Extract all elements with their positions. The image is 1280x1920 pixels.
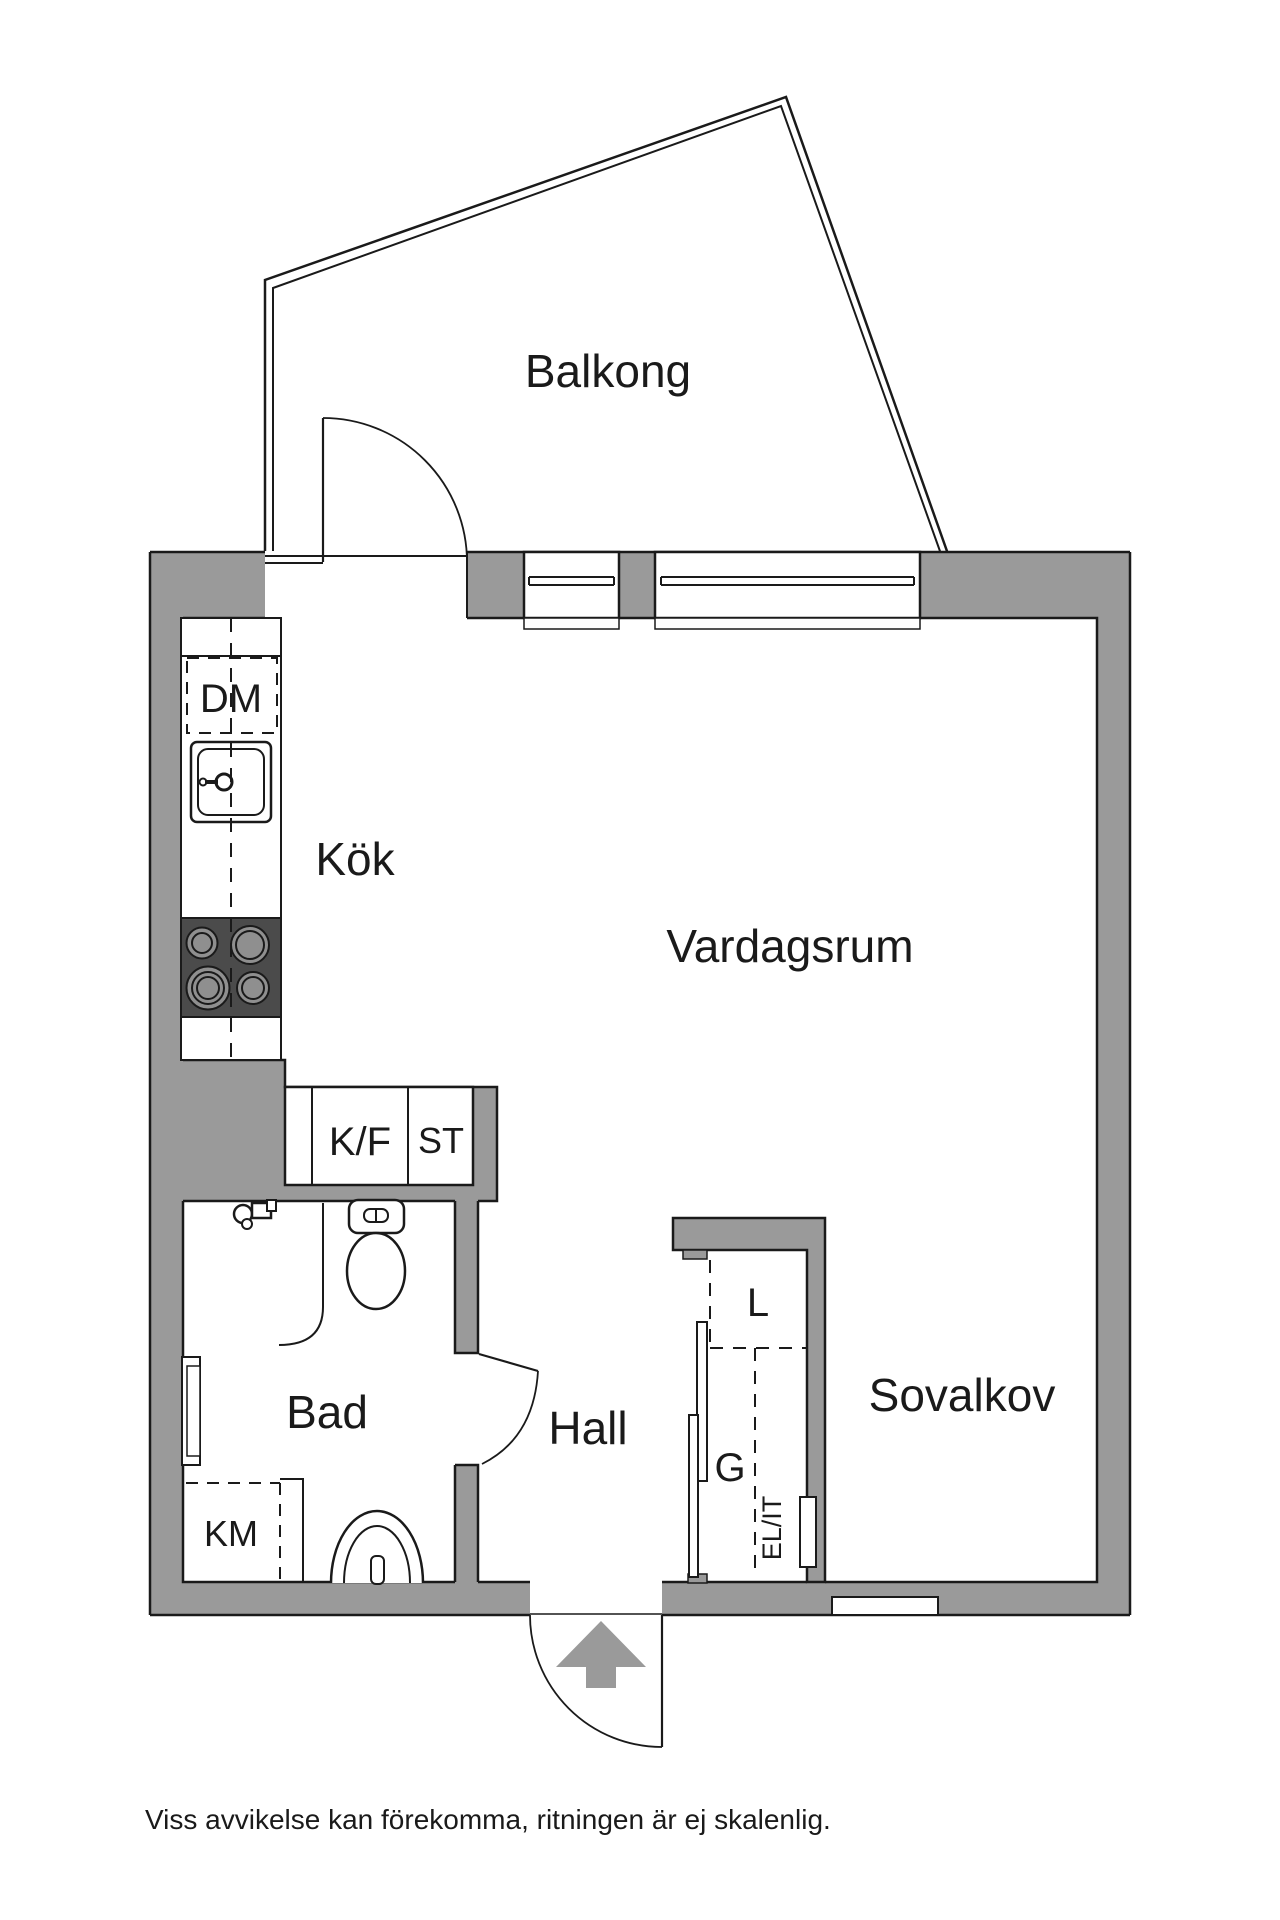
balcony-door [265, 417, 468, 564]
entry-opening [530, 1581, 662, 1616]
window-1 [522, 550, 621, 630]
dishwasher-box [186, 657, 278, 734]
bathroom [181, 1198, 425, 1585]
window-2 [653, 550, 922, 630]
fixture-label-dishwasher: DM [200, 677, 262, 721]
entry-arrow-icon [556, 1621, 646, 1688]
fixture-label-elit: EL/IT [757, 1496, 787, 1561]
wall-niche [181, 1356, 201, 1466]
room-label-bath: Bad [286, 1386, 368, 1438]
fixture-label-wardrobe: G [714, 1446, 745, 1490]
fixture-label-linen: L [747, 1281, 769, 1325]
room-label-alcove: Sovalkov [869, 1369, 1056, 1421]
disclaimer-text: Viss avvikelse kan förekomma, ritningen … [145, 1804, 831, 1835]
alcove-window [831, 1596, 939, 1616]
bathroom-door [478, 1352, 539, 1465]
fixture-label-washer: KM [204, 1513, 258, 1554]
room-label-kitchen: Kök [315, 833, 395, 885]
balcony-door-opening [265, 551, 467, 619]
bath-sink-icon [329, 1509, 425, 1585]
room-label-balcony: Balkong [525, 345, 691, 397]
closet-dividers [709, 1260, 807, 1578]
kitchen-counter [180, 617, 282, 1061]
room-label-hall: Hall [548, 1402, 627, 1454]
cabinet-row [283, 1085, 475, 1187]
fixture-label-st: ST [418, 1120, 464, 1161]
toilet-icon [345, 1198, 407, 1311]
balcony-outline [263, 95, 950, 556]
sliding-door-1 [696, 1321, 708, 1482]
bath-wall-lower [455, 1465, 478, 1582]
room-label-living: Vardagsrum [666, 920, 913, 972]
shower-curtain [278, 1203, 324, 1346]
elit-panel [799, 1496, 817, 1568]
shower-mixer-icon [232, 1199, 277, 1230]
bath-wall-upper [455, 1201, 478, 1353]
washer-box [186, 1478, 304, 1583]
sliding-door-2 [688, 1414, 699, 1578]
fixture-label-fridge: K/F [329, 1120, 391, 1164]
entry-door [529, 1614, 664, 1748]
closet-tab [682, 1249, 708, 1260]
closet [688, 1260, 817, 1578]
